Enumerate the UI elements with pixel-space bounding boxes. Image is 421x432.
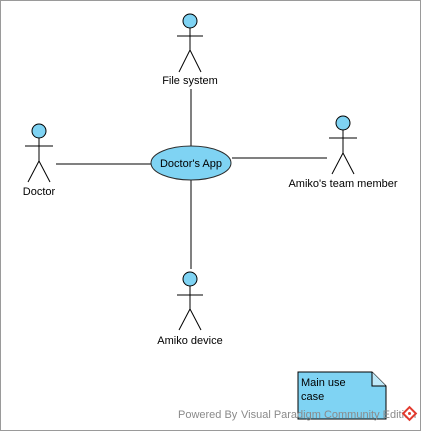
actor-doctor[interactable]: Doctor <box>23 123 56 198</box>
actor-label: Amiko's team member <box>288 178 397 190</box>
actor-right-leg <box>189 49 202 73</box>
watermark-prefix: Powered By <box>178 409 238 421</box>
actor-left-leg <box>27 160 40 183</box>
actor-right-leg <box>38 160 51 183</box>
actor-file-system[interactable]: File system <box>162 13 218 87</box>
use-case-label: Doctor's App <box>160 158 222 170</box>
use-case-doctors-app[interactable]: Doctor's App <box>150 145 232 181</box>
actor-head <box>335 115 351 131</box>
note-line-1: Main use <box>301 377 346 389</box>
actor-left-leg <box>178 49 191 73</box>
actor-label: File system <box>162 75 218 87</box>
actor-label: Doctor <box>23 186 56 198</box>
note-shape <box>297 371 387 420</box>
actor-left-leg <box>331 152 344 175</box>
note-main-use-case[interactable]: Main use case <box>297 371 387 420</box>
visual-paradigm-logo-icon <box>401 405 418 422</box>
actor-team-member[interactable]: Amiko's team member <box>288 115 398 190</box>
use-case-shape <box>150 145 232 181</box>
actor-head <box>182 271 198 287</box>
actor-right-leg <box>189 308 202 331</box>
watermark-suffix: Visual Paradigm Community Edition <box>241 409 416 421</box>
actor-label: Amiko device <box>157 335 222 347</box>
note-line-2: case <box>301 391 324 403</box>
actor-head <box>182 13 198 29</box>
watermark: Powered By Visual Paradigm Community Edi… <box>178 405 418 422</box>
actor-left-leg <box>178 308 191 331</box>
actor-head <box>31 123 47 139</box>
note-fold <box>371 372 386 387</box>
actor-right-leg <box>342 152 355 175</box>
actor-amiko-device[interactable]: Amiko device <box>157 271 223 347</box>
